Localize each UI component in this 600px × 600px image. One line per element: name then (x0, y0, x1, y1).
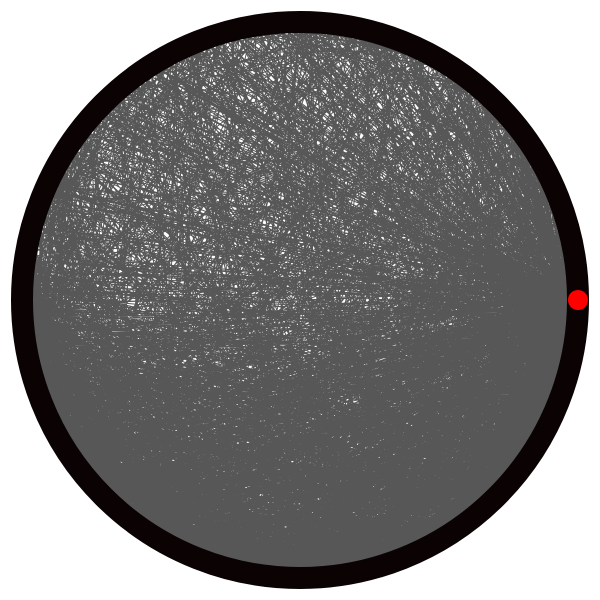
edge-layer (32, 32, 568, 568)
graph-edges (32, 32, 568, 568)
highlighted-node[interactable] (568, 290, 588, 310)
